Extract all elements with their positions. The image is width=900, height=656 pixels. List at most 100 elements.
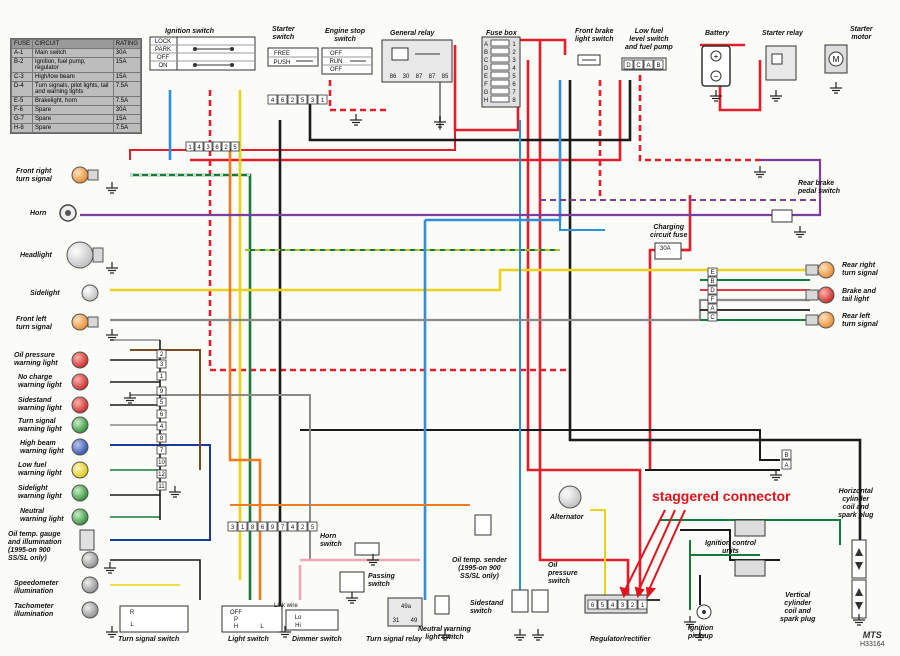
engine-stop-position-label: RUN (330, 59, 343, 65)
rear-brake-pedal-switch-icon (771, 209, 793, 223)
rear-connector-pin-label: A (710, 306, 714, 312)
fuse-table-cell: 30A (112, 105, 142, 115)
ignition-connector-pin (212, 141, 222, 152)
fuse-table-cell: 30A (112, 48, 142, 58)
regulator-connector-pin-label: 2 (631, 603, 635, 609)
fuse-number: 8 (512, 98, 516, 104)
warning-connector-pin-label: 11 (158, 484, 165, 490)
ground-icon (434, 116, 446, 128)
svg-text:−: − (714, 72, 719, 81)
ground-icon (124, 392, 136, 404)
ground-icon (770, 90, 782, 102)
starter-motor-icon: M (824, 44, 848, 74)
sidelight-bulb (81, 284, 99, 302)
warning-connector-pin (156, 349, 167, 359)
fuse-table-cell: H-8 (10, 123, 34, 133)
regulator-connector-pin (597, 599, 608, 610)
light-switch-position-label: H (234, 624, 238, 630)
speedometer-illumination-label: Speedometer illumination (14, 580, 59, 595)
ignition-position-label: PARK (155, 47, 171, 53)
starter-position-label: PUSH (274, 60, 291, 66)
low-fuel-connector-pin (623, 59, 634, 70)
ground-icon (104, 562, 116, 574)
tachometer-illumination-label: Tachometer illumination (14, 603, 54, 618)
warning-connector-pin (156, 359, 167, 369)
warning-connector-pin-label: 10 (158, 460, 165, 466)
turn-signal-switch-box (119, 605, 189, 633)
fuse-table-cell: Brakelight, horn (32, 96, 114, 106)
ignition-pickup-label: Ignition pick-up (688, 625, 714, 640)
relay-pin-label: 31 (393, 618, 400, 624)
ground-icon (279, 626, 291, 638)
engine-stop-position-label: OFF (330, 51, 342, 57)
ignition-small-connector-pin (781, 459, 792, 470)
dash-connector-pin-label: 2 (301, 525, 305, 531)
regulator-connector-pin-label: 6 (591, 603, 595, 609)
regulator-connector-pin-label: 5 (601, 603, 605, 609)
fuse-letter: D (484, 66, 489, 72)
fuse-table-cell: F-6 (10, 105, 34, 115)
ground-icon (106, 626, 118, 638)
ignition-connector-pin-label: 3 (206, 145, 210, 151)
neutral-warning-light-label: Neutral warning light (20, 508, 64, 523)
ignition-connector-pin (221, 141, 231, 152)
fuse-slot (490, 79, 510, 87)
sidelight-label: Sidelight (30, 290, 60, 297)
dash-connector-pin-label: 4 (291, 525, 295, 531)
regulator-connector-pin (587, 599, 598, 610)
general-relay-box (381, 39, 453, 83)
charging-circuit-fuse (654, 242, 682, 260)
front-left-turn-signal-label: Front left turn signal (16, 316, 52, 331)
dimmer-switch-label: Dimmer switch (292, 636, 342, 643)
dash-connector-pin-label: 9 (271, 525, 275, 531)
ignition-connector-pin-label: 6 (215, 145, 219, 151)
warning-connector-pin (156, 397, 167, 407)
dash-connector-pin (307, 521, 318, 532)
dash-connector-pin (297, 521, 308, 532)
fuse-slot (490, 55, 510, 63)
high-beam-warning-light-label: High beam warning light (20, 440, 64, 455)
horizontal-cylinder-coil-label: Horizontal cylinder coil and spark plug (838, 488, 874, 519)
fuse-letter: E (484, 74, 488, 80)
dimmer-position-label: Hi (295, 623, 301, 629)
oil-temp-sender-icon (474, 514, 492, 536)
fuse-table-cell: Ignition, fuel pump, regulator (32, 57, 114, 73)
general-relay-pin-label: 85 (442, 74, 449, 80)
starter-connector-pin (277, 94, 288, 105)
horn-label: Horn (30, 210, 47, 217)
rear-left-turn-signal-label: Rear left turn signal (842, 313, 878, 328)
starter-connector-pin-label: 4 (271, 98, 275, 104)
dash-connector-pin-label: 1 (241, 525, 245, 531)
rear-connector-pin-label: C (710, 315, 715, 321)
fuse-table-cell: High/low beam (32, 72, 114, 82)
ground-symbols (104, 82, 865, 641)
engine-stop-switch-label: Engine stop switch (325, 28, 366, 43)
ground-icon (830, 82, 842, 94)
fuse-number: 2 (512, 50, 516, 56)
turn-switch-position-label: R (130, 610, 135, 616)
light-switch-box (221, 605, 283, 633)
starter-switch-box (267, 47, 319, 67)
ignition-switch-box (149, 36, 256, 71)
starter-position-label: FREE (274, 51, 290, 57)
oil-temp-sender-label: Oil temp. sender (1995-on 900 SS/SL only… (452, 557, 507, 580)
fuse-slot (490, 39, 510, 47)
low-fuel-level-switch-label: Low fuel level switch and fuel pump (625, 28, 673, 51)
ground-icon (770, 469, 782, 481)
rear-connector-pin-label: F (711, 297, 715, 303)
fuse-slot (490, 71, 510, 79)
charging-fuse-rating: 30A (660, 246, 671, 252)
warning-connector-pin-label: 9 (160, 389, 164, 395)
staggered-connector-callout: staggered connector (652, 488, 791, 504)
starter-connector-pin (297, 94, 308, 105)
starter-connector-pin (267, 94, 278, 105)
general-relay-pin-label: 87 (429, 74, 436, 80)
regulator-connector-pin-label: 3 (621, 603, 625, 609)
warning-connector-pin-label: 7 (160, 448, 164, 454)
warning-connector-pin (156, 445, 167, 455)
ground-icon (514, 629, 526, 641)
rear-connector-pin-label: E (710, 270, 714, 276)
sidestand-switch-icon (511, 589, 529, 613)
